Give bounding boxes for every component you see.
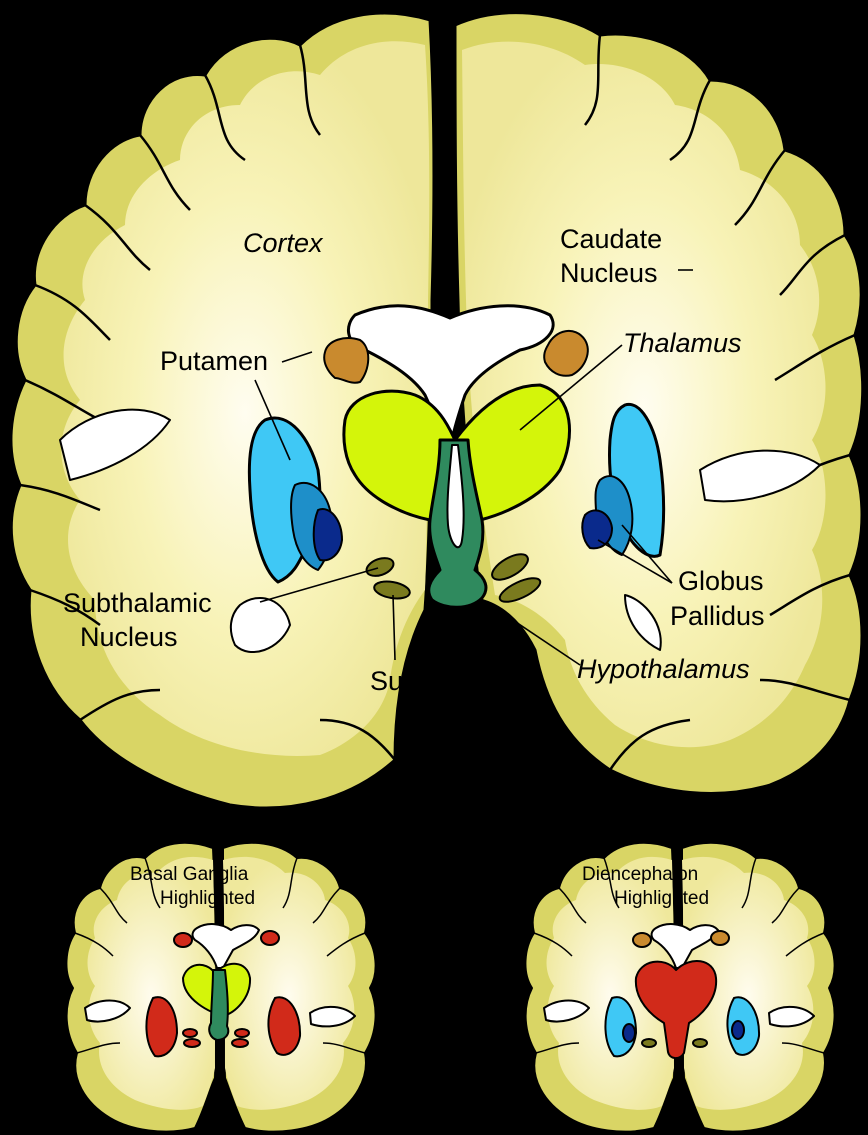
thumb1-label-line1: Basal Ganglia [130,864,249,885]
thumb1-label-line2: Highlighted [160,888,255,909]
label-subthalamic-line2: Nucleus [80,622,178,652]
thumbnail-basal-ganglia: Basal Ganglia Highlighted [66,843,375,1132]
label-putamen: Putamen [160,346,268,376]
label-substantia-line2: Nigra [420,701,486,731]
label-thalamus: Thalamus [623,328,742,358]
label-hypothalamus: Hypothalamus [577,654,750,684]
label-caudate-line1: Caudate [560,224,662,254]
main-coronal-section: Cortex Caudate Nucleus Thalamus Putamen … [11,13,863,808]
right-globus-pallidus-internal [582,510,612,548]
label-subthalamic-line1: Subthalamic [63,588,212,618]
label-substantia-line1: Substantia [370,666,499,696]
label-globus-line2: Pallidus [670,601,765,631]
thumb2-label-line2: Highlighted [614,888,709,909]
label-caudate-line2: Nucleus [560,258,658,288]
label-globus-line1: Globus [678,566,764,596]
thumb2-label-line1: Diencephalon [582,864,698,885]
label-cortex: Cortex [243,228,324,258]
thumbnail-diencephalon: Diencephalon Highlighted [525,843,834,1132]
